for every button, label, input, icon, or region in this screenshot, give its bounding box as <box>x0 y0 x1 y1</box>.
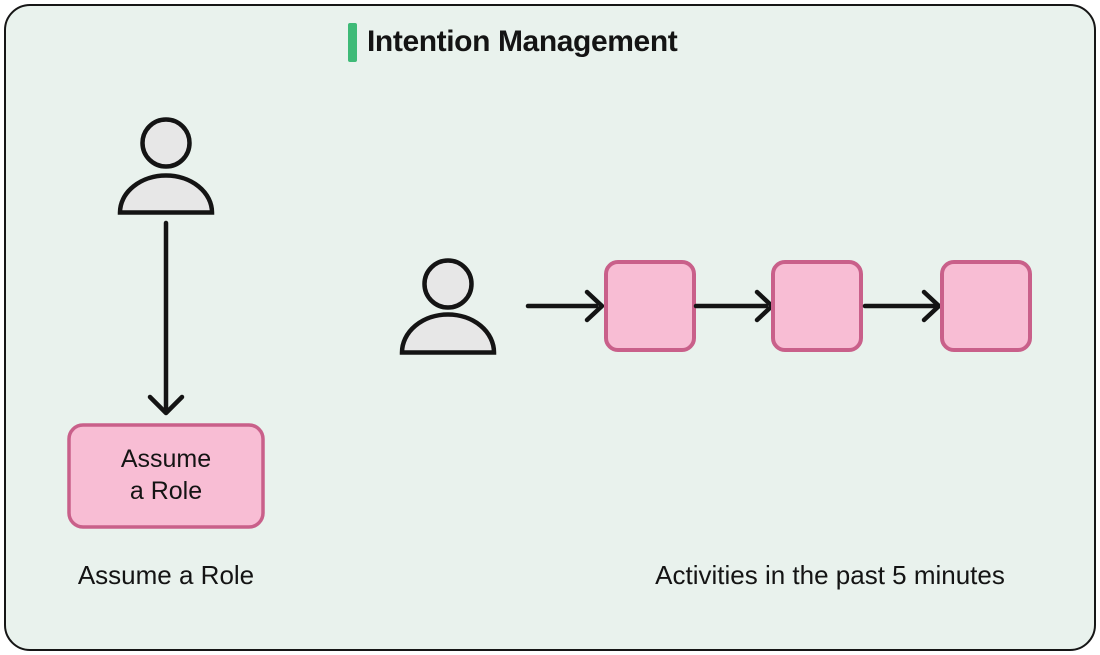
user-icon <box>399 258 497 355</box>
user-icon <box>117 117 215 215</box>
right-arrow <box>862 289 942 323</box>
activity-square <box>940 260 1032 352</box>
right-arrow <box>525 289 605 323</box>
activity-square <box>771 260 863 352</box>
right-flow-caption: Activities in the past 5 minutes <box>655 560 1005 590</box>
activity-square <box>604 260 696 352</box>
page-title: Intention Management <box>367 25 678 58</box>
right-arrow <box>693 289 775 323</box>
diagram-card <box>4 4 1096 651</box>
down-arrow <box>147 220 185 416</box>
assume-role-box <box>67 423 265 529</box>
title-row: Intention Management <box>348 22 678 62</box>
title-accent-bar <box>348 22 357 62</box>
assume-role-box-label: Assume a Role <box>120 445 212 505</box>
left-flow-caption: Assume a Role <box>77 560 255 590</box>
